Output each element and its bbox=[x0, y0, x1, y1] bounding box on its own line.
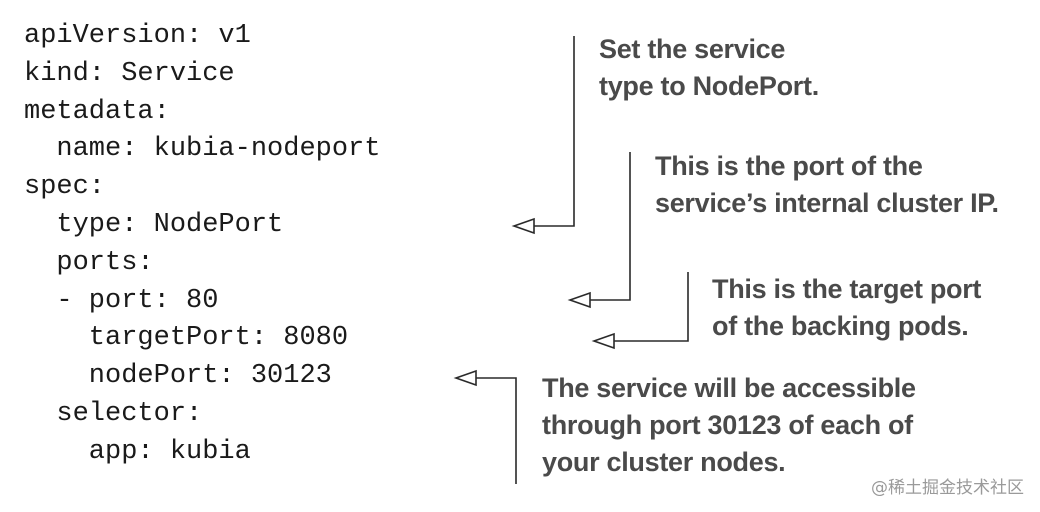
code-line: nodePort: 30123 bbox=[24, 361, 332, 392]
annotation-line: type to NodePort. bbox=[599, 71, 819, 101]
arrowhead-node-port bbox=[453, 369, 477, 387]
annotation-line: The service will be accessible bbox=[542, 373, 916, 403]
code-line: metadata: bbox=[24, 96, 170, 127]
annotation-line: service’s internal cluster IP. bbox=[655, 188, 999, 218]
watermark: @稀土掘金技术社区 bbox=[871, 478, 1024, 498]
connector-target-port bbox=[614, 272, 689, 342]
annotation-line: This is the target port bbox=[712, 274, 982, 304]
connector-node-port bbox=[476, 377, 517, 484]
yaml-code-block: apiVersion: v1 kind: Service metadata: nam… bbox=[24, 18, 380, 472]
connector-service-type bbox=[534, 36, 575, 227]
code-line: apiVersion: v1 bbox=[24, 21, 251, 51]
code-line: selector: bbox=[24, 398, 203, 429]
annotation-node-port: The service will be accessible through p… bbox=[542, 370, 916, 481]
annotation-service-type: Set the service type to NodePort. bbox=[599, 31, 819, 105]
annotation-port: This is the port of the service’s intern… bbox=[655, 148, 999, 222]
annotation-line: Set the service bbox=[599, 34, 786, 64]
code-line: spec: bbox=[24, 172, 106, 203]
annotation-line: of the backing pods. bbox=[712, 311, 969, 341]
annotation-line: This is the port of the bbox=[655, 151, 923, 181]
annotation-line: your cluster nodes. bbox=[542, 447, 786, 477]
code-line: targetPort: 8080 bbox=[24, 323, 349, 354]
code-line: name: kubia-nodeport bbox=[24, 134, 381, 165]
annotation-target-port: This is the target port of the backing p… bbox=[712, 271, 981, 345]
arrowhead-service-type bbox=[511, 217, 535, 235]
arrowhead-port bbox=[567, 291, 591, 309]
code-line: kind: Service bbox=[24, 58, 235, 89]
code-line: - port: 80 bbox=[24, 285, 219, 316]
connector-port bbox=[590, 152, 631, 301]
code-line: ports: bbox=[24, 247, 154, 278]
annotation-line: through port 30123 of each of bbox=[542, 410, 913, 440]
code-line: app: kubia bbox=[24, 436, 251, 467]
arrowhead-target-port bbox=[591, 332, 615, 350]
code-line: type: NodePort bbox=[24, 209, 284, 240]
